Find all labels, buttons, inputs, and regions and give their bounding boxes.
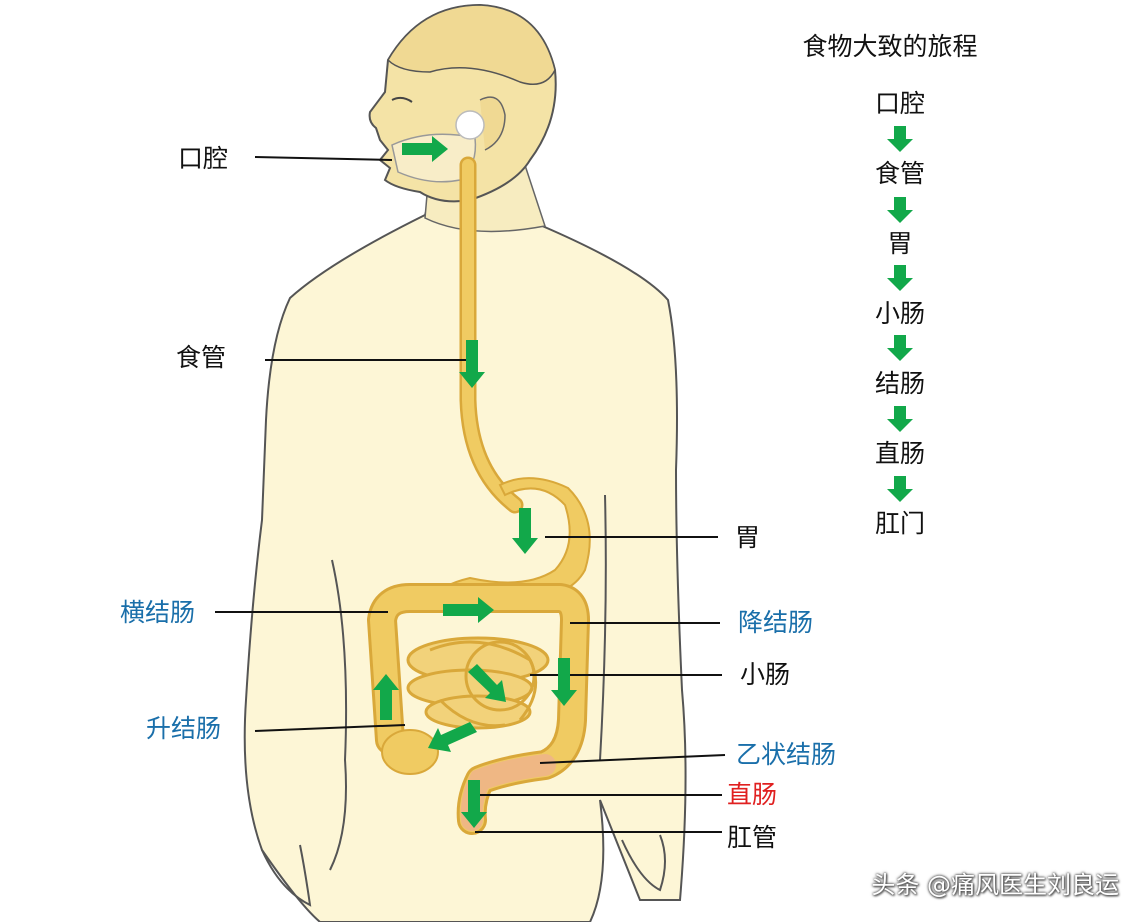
ear: [479, 96, 506, 151]
label-anal-canal: 肛管: [727, 823, 778, 852]
left-arm-inner-line: [329, 559, 348, 871]
sequence-step: 肛门: [874, 509, 926, 538]
arrow-mouth-right-icon: [402, 136, 448, 162]
watermark: 头条 @痛风医生刘良运: [871, 871, 1119, 899]
sequence-step: 食管: [874, 159, 926, 188]
label-mouth: 口腔: [178, 144, 229, 173]
sequence-step: 结肠: [874, 369, 926, 398]
sequence-step: 口腔: [874, 89, 926, 118]
sequence-step: 小肠: [874, 299, 926, 328]
label-esophagus: 食管: [176, 343, 227, 372]
left-hand-outline: [261, 844, 312, 907]
seq-arrow-3-icon: [887, 265, 913, 291]
seq-arrow-5-icon: [887, 406, 913, 432]
arrow-small-intestine-downleft-icon: [428, 722, 477, 752]
arrow-ascending-up-icon: [373, 674, 399, 720]
label-stomach: 胃: [735, 523, 761, 552]
cecum: [381, 729, 439, 775]
sequence-step: 直肠: [874, 439, 926, 468]
sequence-step: 胃: [887, 229, 913, 258]
label-descending-colon: 降结肠: [738, 608, 814, 637]
salivary-gland: [455, 110, 485, 140]
leader-ascending-colon: [254, 724, 406, 732]
eye: [391, 96, 413, 103]
seq-arrow-2-icon: [887, 197, 913, 223]
right-hand-outline: [621, 834, 666, 892]
sequence-arrows: [887, 126, 913, 502]
leader-mouth: [254, 156, 393, 161]
hair: [387, 4, 556, 85]
flow-arrows: [373, 136, 577, 828]
leader-sigmoid-colon: [539, 754, 726, 764]
seq-arrow-6-icon: [887, 476, 913, 502]
label-rectum: 直肠: [727, 780, 778, 809]
leader-lines: [215, 156, 726, 833]
arrow-stomach-down-icon: [512, 508, 538, 554]
sequence-title: 食物大致的旅程: [802, 32, 978, 61]
arrow-descending-down-icon: [551, 658, 577, 706]
seq-arrow-1-icon: [887, 126, 913, 152]
arrow-esophagus-down-icon: [459, 340, 485, 388]
arrow-small-intestine-diag-icon: [468, 664, 506, 702]
small-intestine-coils: [406, 636, 550, 730]
label-small-intestine: 小肠: [740, 660, 791, 689]
arrow-rectum-down-icon: [461, 780, 487, 828]
label-transverse-colon: 横结肠: [120, 598, 196, 627]
label-ascending-colon: 升结肠: [146, 714, 222, 743]
arrow-transverse-right-icon: [443, 597, 494, 623]
seq-arrow-4-icon: [887, 335, 913, 361]
label-sigmoid-colon: 乙状结肠: [736, 740, 837, 769]
